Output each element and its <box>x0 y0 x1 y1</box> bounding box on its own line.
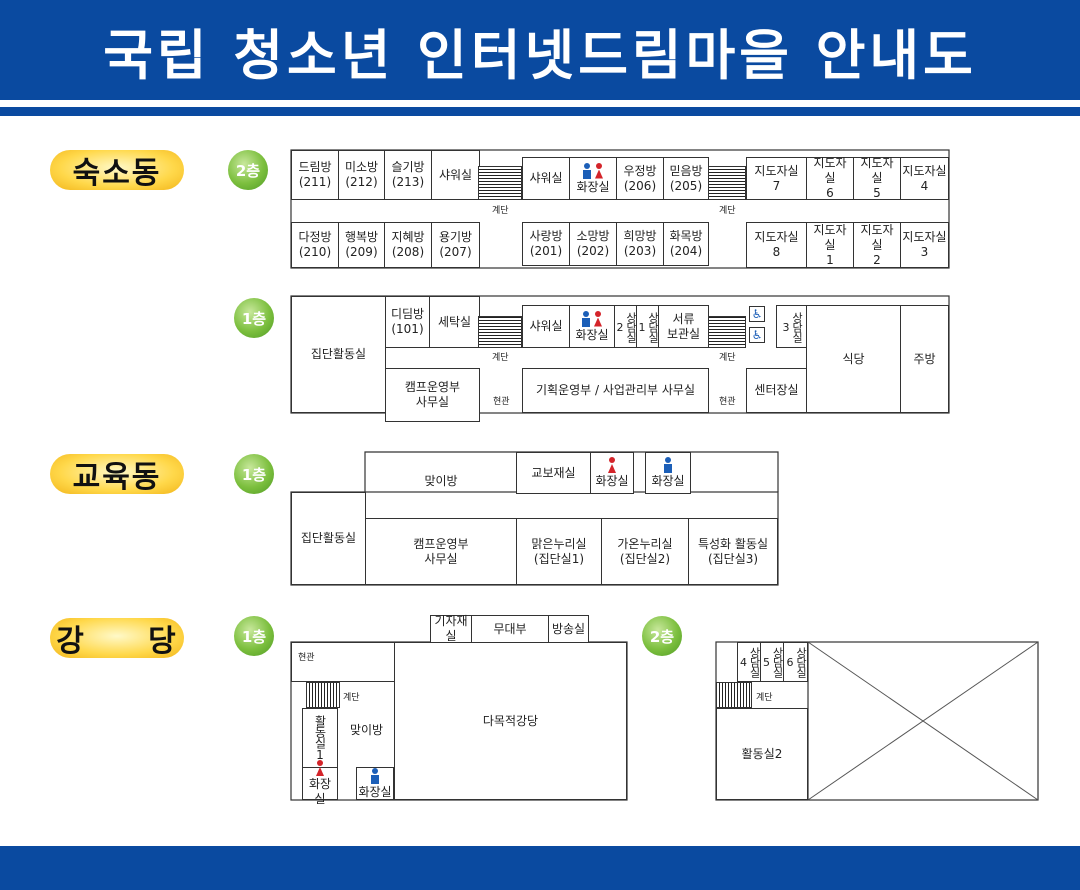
room-203: 희망방 (203) <box>616 222 664 266</box>
restroom-edu-female: 화장실 <box>590 452 634 494</box>
shower-room-2f-a: 샤워실 <box>431 150 480 200</box>
multipurpose-hall: 다목적강당 <box>394 642 627 800</box>
teacher-room-7: 지도자실 7 <box>746 157 807 200</box>
group-activity-room-edu: 집단활동실 <box>291 492 366 585</box>
wheelchair-icon: ♿ <box>749 327 765 343</box>
wheelchair-icon: ♿ <box>749 306 765 322</box>
lobby-edu: 맞이방 <box>424 473 458 488</box>
room-210: 다정방 (210) <box>291 222 339 268</box>
counsel-room-1: 상담실1 <box>636 305 660 348</box>
male-restroom-icon <box>581 310 591 327</box>
lobby-hall: 맞이방 <box>349 722 384 737</box>
teacher-room-2: 지도자실 2 <box>853 222 901 268</box>
room-206: 우정방 (206) <box>616 157 664 200</box>
restroom-edu-male: 화장실 <box>645 452 691 494</box>
broadcast-room: 방송실 <box>548 615 589 643</box>
floor-badge-hall-1f: 1층 <box>234 616 274 656</box>
footer-band <box>0 846 1080 890</box>
floor-badge-edu-1f: 1층 <box>234 454 274 494</box>
room-205: 믿음방 (205) <box>663 157 709 200</box>
stairs-1f-a <box>478 316 522 348</box>
teacher-room-6: 지도자실 6 <box>806 156 854 200</box>
entrance-dorm-a: 현관 <box>493 397 510 407</box>
female-restroom-icon <box>315 760 325 776</box>
camp-office-dorm: 캠프운영부 사무실 <box>385 368 480 422</box>
equipment-room: 기자재실 <box>430 614 472 643</box>
section-dorm: 숙소동 <box>50 150 184 191</box>
page-title: 국립 청소년 인터넷드림마을 안내도 <box>103 23 977 87</box>
floor-badge-dorm-1f: 1층 <box>234 298 274 338</box>
male-restroom-icon <box>370 767 380 784</box>
male-restroom-icon <box>582 162 592 179</box>
restroom-2f: 화장실 <box>569 157 617 200</box>
floor-badge-dorm-2f: 2층 <box>228 150 268 190</box>
teacher-room-4: 지도자실 4 <box>900 157 949 200</box>
camp-office-edu: 캠프운영부 사무실 <box>365 518 517 585</box>
stairs-2f-a-label: 계단 <box>492 206 509 216</box>
stairs-2f-a <box>478 166 522 200</box>
section-edu: 교육동 <box>50 454 184 495</box>
restroom-hall-female: 화장실 <box>302 760 338 806</box>
stairs-hall <box>306 682 340 708</box>
room-213: 슬기방 (213) <box>384 150 432 200</box>
stairs-1f-b-label: 계단 <box>719 353 736 363</box>
stairs-2f-b <box>708 166 746 200</box>
room-201: 사랑방 (201) <box>522 222 570 266</box>
stairs-hall-2f <box>716 682 752 708</box>
teacher-room-8: 지도자실 8 <box>746 222 807 268</box>
room-208: 지혜방 (208) <box>384 222 432 268</box>
stairs-2f-b-label: 계단 <box>719 206 736 216</box>
room-202: 소망방 (202) <box>569 222 617 266</box>
restroom-1f: 화장실 <box>569 305 615 348</box>
room-204: 화목방 (204) <box>663 222 709 266</box>
group-activity-room-dorm: 집단활동실 <box>291 296 386 413</box>
laundry-room: 세탁실 <box>429 296 480 348</box>
teacher-room-3: 지도자실 3 <box>900 222 949 268</box>
nuri-room-1: 맑은누리실 (집단실1) <box>516 518 602 585</box>
teacher-room-5: 지도자실 5 <box>853 156 901 200</box>
activity-room-2: 활동실2 <box>716 708 808 800</box>
counsel-room-5: 상담실5 <box>760 642 784 682</box>
planning-office: 기획운영부 / 사업관리부 사무실 <box>522 368 709 413</box>
room-101: 디딤방 (101) <box>385 296 430 348</box>
female-restroom-icon <box>607 457 617 473</box>
stairs-1f-b <box>708 316 746 348</box>
floor-badge-hall-2f: 2층 <box>642 616 682 656</box>
female-restroom-icon <box>594 162 604 179</box>
shower-room-2f-b: 샤워실 <box>522 157 570 200</box>
supply-room: 교보재실 <box>516 452 591 494</box>
stairs-hall-label: 계단 <box>343 693 360 703</box>
shower-room-1f: 샤워실 <box>522 305 570 348</box>
counsel-room-6: 상담실6 <box>783 642 808 682</box>
activity-room-1: 활동실1 <box>302 708 338 768</box>
stairs-1f-a-label: 계단 <box>492 353 509 363</box>
backstage: 무대부 <box>471 615 549 643</box>
stairs-hall-2f-label: 계단 <box>756 693 773 703</box>
entrance-dorm-b: 현관 <box>719 397 736 407</box>
document-archive: 서류 보관실 <box>658 305 709 348</box>
nuri-room-2: 가온누리실 (집단실2) <box>601 518 689 585</box>
header-divider <box>0 107 1080 116</box>
director-office: 센터장실 <box>746 368 807 413</box>
counsel-room-2: 상담실2 <box>614 305 638 348</box>
room-207: 용기방 (207) <box>431 222 480 268</box>
special-activity-room: 특성화 활동실 (집단실3) <box>688 518 778 585</box>
cafeteria: 식당 <box>806 305 901 413</box>
room-212: 미소방 (212) <box>338 150 385 200</box>
counsel-room-4: 상담실4 <box>737 642 761 682</box>
header-banner: 국립 청소년 인터넷드림마을 안내도 <box>0 0 1080 100</box>
entrance-hall: 현관 <box>291 642 395 682</box>
female-restroom-icon <box>593 310 603 327</box>
room-209: 행복방 (209) <box>338 222 385 268</box>
kitchen: 주방 <box>900 305 949 413</box>
restroom-hall-male: 화장실 <box>356 767 394 800</box>
section-hall: 강 당 <box>50 618 184 659</box>
male-restroom-icon <box>663 457 673 473</box>
room-211: 드림방 (211) <box>291 150 339 200</box>
teacher-room-1: 지도자실 1 <box>806 222 854 268</box>
counsel-room-3: 상담실3 <box>776 305 807 348</box>
